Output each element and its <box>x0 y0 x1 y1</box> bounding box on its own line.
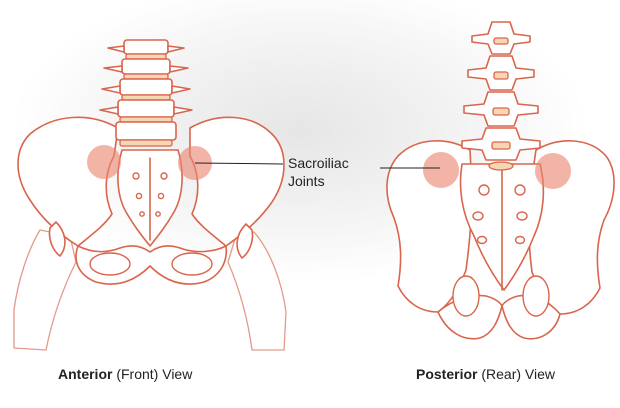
label-line-1: Sacroiliac <box>288 155 349 171</box>
posterior-view-caption: Posterior (Rear) View <box>416 366 555 382</box>
anterior-left-obturator <box>89 252 131 276</box>
posterior-right-si-joint <box>535 153 571 189</box>
anterior-caption-bold: Anterior <box>58 366 113 382</box>
posterior-left-si-joint <box>423 152 459 188</box>
posterior-left-obturator <box>452 275 480 317</box>
anterior-left-femur <box>13 229 77 351</box>
label-line-2: Joints <box>288 173 325 189</box>
leader-line-anterior <box>194 162 284 165</box>
posterior-caption-rest: (Rear) View <box>477 366 556 382</box>
posterior-right-obturator <box>522 275 550 317</box>
anterior-left-acetabulum <box>48 221 66 257</box>
anterior-right-acetabulum <box>236 223 254 259</box>
posterior-caption-bold: Posterior <box>416 366 478 382</box>
anterior-left-si-joint <box>87 145 121 179</box>
anterior-left-ilium <box>17 116 119 247</box>
anterior-view-caption: Anterior (Front) View <box>58 366 192 382</box>
anterior-right-femur <box>227 231 287 351</box>
anterior-lumbar-spine <box>99 39 193 147</box>
posterior-pelvis <box>386 21 615 340</box>
anterior-caption-rest: (Front) View <box>112 366 193 382</box>
anterior-pelvis <box>13 39 287 351</box>
sacroiliac-joints-label: Sacroiliac Joints <box>288 154 349 190</box>
anterior-right-obturator <box>171 252 213 276</box>
anterior-right-ilium <box>189 116 285 247</box>
posterior-lumbar-spine <box>461 21 541 171</box>
